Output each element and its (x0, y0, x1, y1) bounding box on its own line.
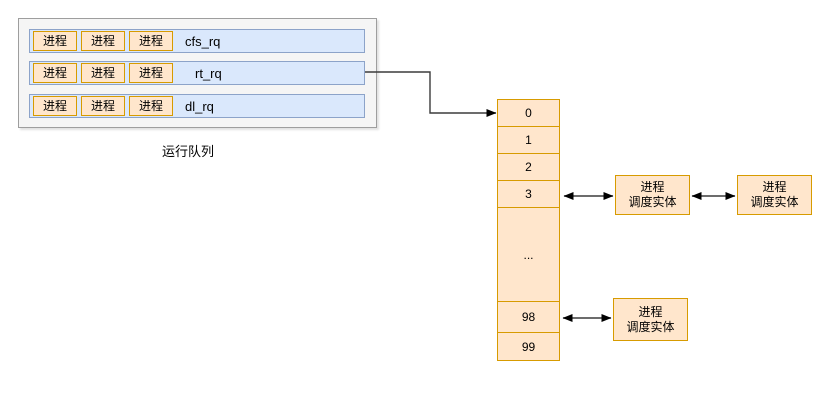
process-box: 进程 (129, 63, 173, 83)
queue-name-dl-rq: dl_rq (185, 98, 214, 114)
queue-row-rt-rq: 进程 进程 进程 rt_rq (29, 61, 365, 85)
sched-entity-label: 进程 (638, 304, 663, 319)
process-box: 进程 (129, 96, 173, 116)
priority-cell-0: 0 (498, 100, 559, 127)
process-box: 进程 (33, 63, 77, 83)
process-box: 进程 (81, 31, 125, 51)
queue-name-cfs-rq: cfs_rq (185, 33, 221, 49)
sched-entity-label: 进程 (762, 180, 787, 194)
priority-cell-dots: ... (498, 208, 559, 302)
priority-cell-1: 1 (498, 127, 559, 154)
sched-entity-box-1: 进程 调度实体 (615, 175, 690, 215)
sched-entity-box-2: 进程 调度实体 (737, 175, 812, 215)
process-box: 进程 (81, 63, 125, 83)
queue-row-cfs-rq: 进程 进程 进程 cfs_rq (29, 29, 365, 53)
sched-entity-label: 调度实体 (628, 195, 677, 209)
priority-cell-2: 2 (498, 154, 559, 181)
process-box: 进程 (81, 96, 125, 116)
priority-array: 0 1 2 3 ... 98 99 (497, 99, 560, 361)
queue-name-rt-rq: rt_rq (195, 65, 222, 81)
sched-entity-label: 进程 (640, 180, 665, 194)
process-box: 进程 (129, 31, 173, 51)
run-queue-container: 进程 进程 进程 cfs_rq 进程 进程 进程 rt_rq 进程 进程 进程 … (18, 18, 377, 128)
sched-entity-label: 调度实体 (626, 319, 675, 334)
process-box: 进程 (33, 96, 77, 116)
sched-entity-label: 调度实体 (750, 195, 799, 209)
arrow-rtrq-to-array (365, 71, 497, 117)
sched-entity-box-3: 进程 调度实体 (613, 298, 688, 341)
queue-row-dl-rq: 进程 进程 进程 dl_rq (29, 94, 365, 118)
run-queue-caption: 运行队列 (161, 144, 214, 159)
priority-cell-98: 98 (498, 302, 559, 333)
process-box: 进程 (33, 31, 77, 51)
priority-cell-3: 3 (498, 181, 559, 208)
priority-cell-99: 99 (521, 339, 536, 354)
